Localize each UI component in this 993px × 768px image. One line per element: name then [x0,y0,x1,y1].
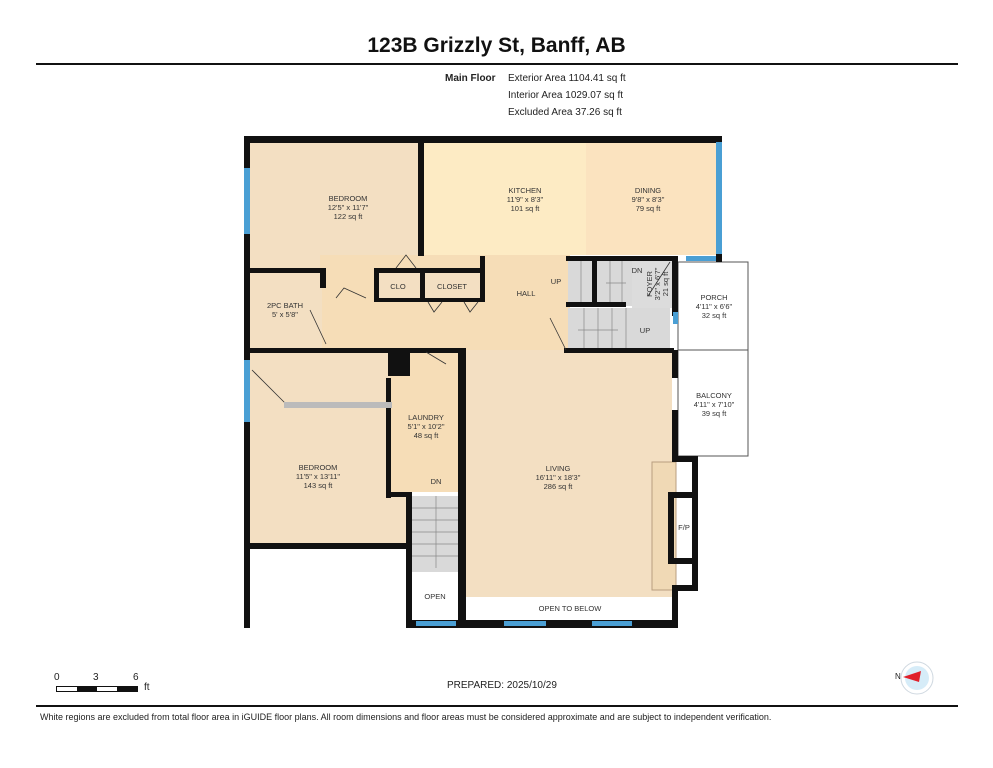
room-open-below [468,598,674,620]
stairs-up-1-label: UP [551,277,561,286]
closet-name: CLOSET [437,282,467,291]
room-open [412,572,460,622]
foyer-label: FOYER 3'2" x 6'7" 21 sq ft [645,267,670,300]
compass-arrow-icon [903,671,921,682]
room-bedroom-1 [248,142,420,270]
room-foyer [632,260,674,308]
footer-divider [36,705,958,707]
disclaimer: White regions are excluded from total fl… [40,712,772,722]
kitchen-dims: 11'9" x 8'3" [507,195,544,204]
compass: N [893,660,943,701]
porch-dims: 4'11" x 6'6" [696,302,733,311]
header-divider [36,63,958,65]
living-dims: 16'11" x 18'3" [536,473,581,482]
kitchen-area: 101 sq ft [511,204,541,213]
stairs-up-2-label: UP [640,326,650,335]
room-closet [424,272,482,300]
bedroom1-dims: 12'5" x 11'7" [328,203,369,212]
room-dining [586,142,716,255]
bedroom2-area: 143 sq ft [304,481,334,490]
stairs-dn-1-label: DN [632,266,643,275]
dining-name: DINING [635,186,661,195]
open-below-name: OPEN TO BELOW [539,604,603,613]
laundry-name: LAUNDRY [408,413,444,422]
living-name: LIVING [546,464,571,473]
page-title: 123B Grizzly St, Banff, AB [367,34,626,57]
svg-text:FOYER: FOYER [645,271,654,297]
hall-name: HALL [517,289,536,298]
room-kitchen [424,142,586,255]
room-living [466,350,672,597]
exterior-area: Exterior Area 1104.41 sq ft [508,73,626,84]
porch-name: PORCH [700,293,727,302]
balcony-name: BALCONY [696,391,732,400]
open-name: OPEN [424,592,445,601]
room-bath [248,272,322,350]
dining-area: 79 sq ft [636,204,662,213]
clo-name: CLO [390,282,406,291]
balcony-area: 39 sq ft [702,409,728,418]
kitchen-name: KITCHEN [509,186,542,195]
svg-text:N: N [895,672,901,681]
prepared-date: PREPARED: 2025/10/29 [447,680,557,691]
laundry-dims: 5'1" x 10'2" [408,422,445,431]
windows [244,142,722,626]
svg-text:21 sq ft: 21 sq ft [661,271,670,297]
closet-rail [284,402,392,408]
doors [251,254,671,405]
excluded-area: Excluded Area 37.26 sq ft [508,107,622,118]
bedroom2-dims: 11'5" x 13'11" [296,472,341,481]
fireplace-name: F/P [678,523,690,532]
porch-area: 32 sq ft [702,311,728,320]
bath-name: 2PC BATH [267,301,303,310]
living-area: 286 sq ft [544,482,574,491]
balcony-dims: 4'11" x 7'10" [694,400,735,409]
floor-label: Main Floor [445,73,496,84]
bedroom2-name: BEDROOM [299,463,338,472]
room-clo [378,272,420,300]
svg-text:3'2" x 6'7": 3'2" x 6'7" [653,267,662,300]
room-balcony [677,349,749,457]
bedroom1-name: BEDROOM [329,194,368,203]
room-bedroom-2 [248,352,408,544]
interior-area: Interior Area 1029.07 sq ft [508,90,624,101]
stairs-dn-2-label: DN [431,477,442,486]
bedroom1-area: 122 sq ft [334,212,364,221]
dining-dims: 9'8" x 8'3" [632,195,665,204]
bath-dims: 5' x 5'8" [272,310,298,319]
laundry-area: 48 sq ft [414,431,440,440]
